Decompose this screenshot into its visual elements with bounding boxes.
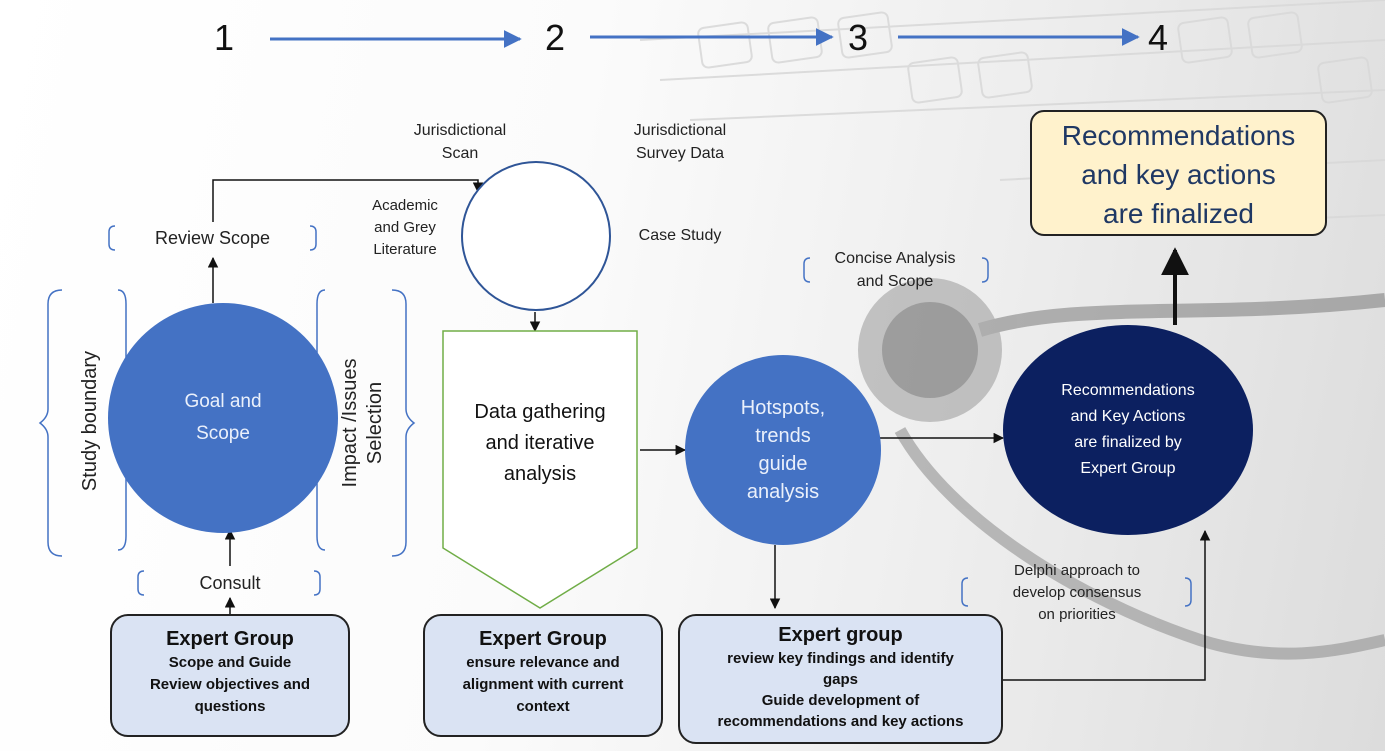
expert-group-body-2: ensure relevance and alignment with curr… bbox=[462, 654, 624, 715]
expert-group-title-2: Expert Group bbox=[479, 628, 607, 650]
case-study-label: Case Study bbox=[638, 227, 722, 244]
expert-group-box-3: Expert group review key findings and ide… bbox=[678, 614, 1003, 744]
jurisdictional-survey-label: Jurisdictional Survey Data bbox=[633, 122, 727, 162]
step-number-2: 2 bbox=[545, 17, 566, 58]
academic-literature-label: Academic and Grey Literature bbox=[372, 197, 438, 258]
expert-group-box-2: Expert Group ensure relevance and alignm… bbox=[423, 614, 663, 737]
final-recommendations-box: Recommendations and key actions are fina… bbox=[1030, 110, 1327, 236]
hotspots-node: Hotspots, trends guide analysis bbox=[685, 355, 881, 545]
jurisdictional-scan-label: Jurisdictional Scan bbox=[413, 122, 507, 162]
expert3-to-recs-arrow bbox=[1003, 529, 1211, 681]
data-gathering-shape bbox=[442, 330, 638, 609]
expert-group-body-1: Scope and Guide Review objectives and qu… bbox=[149, 654, 311, 715]
step-arrows bbox=[270, 28, 1140, 48]
expert-group-title-3: Expert group bbox=[778, 624, 903, 646]
connectors bbox=[207, 179, 1211, 681]
diverse-source-node bbox=[461, 161, 611, 311]
expert-group-box-1: Expert Group Scope and Guide Review obje… bbox=[110, 614, 350, 737]
step-number-3: 3 bbox=[848, 17, 869, 58]
hotspots-label: Hotspots, trends guide analysis bbox=[740, 397, 826, 503]
recommendations-node: Recommendations and Key Actions are fina… bbox=[1003, 325, 1253, 535]
data-gathering-label: Data gathering and iterative analysis bbox=[474, 401, 606, 485]
expert-group-title-1: Expert Group bbox=[166, 628, 294, 650]
recommendations-node-label: Recommendations and Key Actions are fina… bbox=[1061, 382, 1195, 477]
concise-analysis-label: Concise Analysis and Scope bbox=[834, 250, 956, 290]
expert-group-body-3: review key findings and identify gaps Gu… bbox=[717, 650, 964, 730]
goal-and-scope-label: Goal and Scope bbox=[184, 391, 262, 444]
review-scope-label: Review Scope bbox=[154, 228, 271, 248]
goal-and-scope-node: Goal and Scope bbox=[108, 303, 338, 533]
study-boundary-label: Study boundary bbox=[79, 350, 101, 492]
impact-issues-selection-label: Impact /Issues Selection bbox=[339, 358, 386, 488]
delphi-approach-label: Delphi approach to develop consensus on … bbox=[1012, 562, 1142, 623]
step-number-1: 1 bbox=[214, 17, 235, 58]
step-number-4: 4 bbox=[1148, 17, 1169, 58]
final-recommendations-label: Recommendations and key actions are fina… bbox=[1061, 120, 1296, 229]
consult-label: Consult bbox=[199, 573, 261, 593]
review-to-diverse-arrow bbox=[212, 179, 484, 222]
